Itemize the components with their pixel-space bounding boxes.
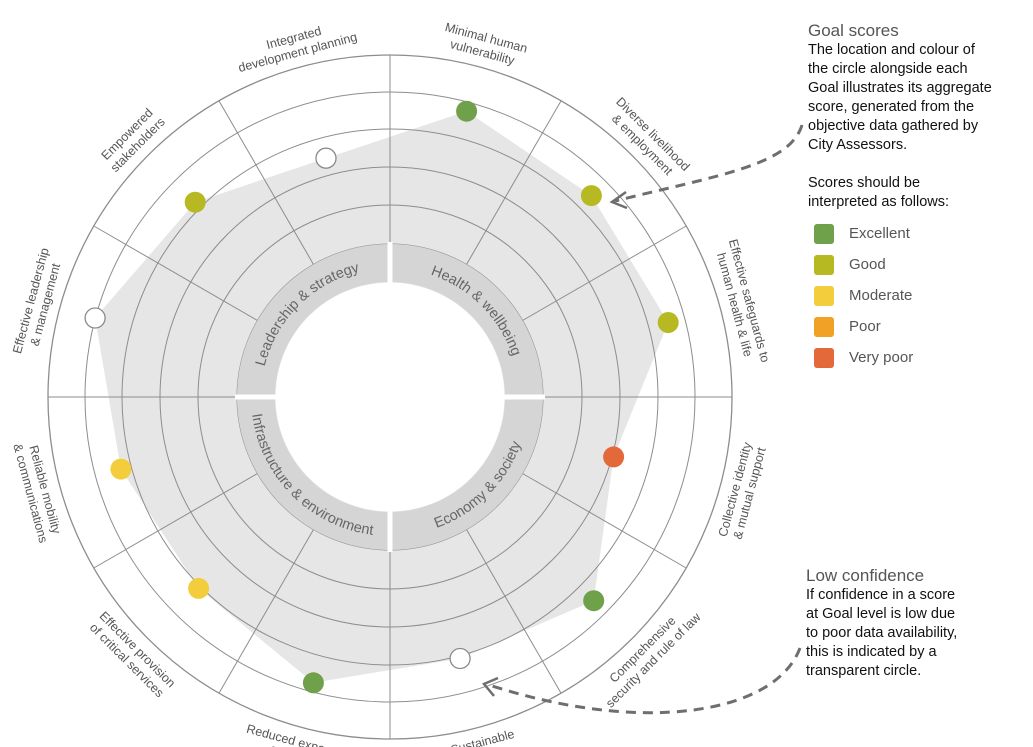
goal-score-marker-low-confidence (315, 147, 337, 169)
interpretation-line: interpreted as follows: (808, 194, 950, 210)
sector-divider (522, 473, 687, 569)
sector-divider (93, 225, 258, 321)
sector-divider (522, 225, 687, 321)
low-confidence-panel: Low confidence If confidence in a score … (806, 566, 1026, 681)
goal-scores-line: objective data gathered by (808, 118, 979, 134)
low-confidence-title: Low confidence (806, 566, 925, 585)
sector-divider (466, 100, 562, 265)
goal-score-marker (657, 312, 679, 333)
sector-divider (93, 473, 258, 569)
goal-scores-line: City Assessors. (808, 137, 908, 153)
legend-label: Moderate (849, 287, 913, 304)
goal-score-marker (580, 185, 602, 207)
interpretation-note: Scores should be interpreted as follows: (808, 174, 1028, 212)
low-confidence-line: at Goal level is low due (806, 606, 956, 622)
goal-scores-arrowhead (609, 190, 628, 210)
low-confidence-line: transparent circle. (806, 663, 922, 679)
wheel-grid (47, 54, 733, 740)
goal-score-marker-low-confidence (449, 647, 471, 670)
goal-scores-line: score, generated from the (808, 99, 975, 115)
low-confidence-arrow (485, 647, 802, 715)
wheel-center (275, 282, 505, 512)
goal-label: security and rule of law (603, 609, 704, 710)
goal-score-marker (184, 191, 206, 213)
legend-swatch (814, 254, 834, 275)
low-confidence-description: If confidence in a score at Goal level i… (806, 586, 1026, 681)
legend-item-excellent: Excellent (808, 218, 1028, 249)
goal-scores-description: The location and colour of the circle al… (808, 41, 1028, 155)
legend-item-very-poor: Very poor (808, 342, 1028, 373)
legend-item-good: Good (808, 249, 1028, 280)
sector-divider (218, 529, 314, 694)
legend-item-moderate: Moderate (808, 280, 1028, 311)
legend-label: Excellent (849, 225, 910, 242)
goal-score-marker (188, 577, 210, 599)
legend-swatch (814, 316, 834, 337)
goal-score-markers (84, 100, 679, 694)
low-confidence-line: to poor data availability, (806, 625, 958, 641)
legend-swatch (814, 223, 834, 244)
interpretation-line: Scores should be (808, 175, 921, 191)
goal-scores-line: Goal illustrates its aggregate (808, 80, 992, 96)
low-confidence-line: If confidence in a score (806, 587, 956, 603)
goal-scores-line: The location and colour of (808, 42, 975, 58)
sector-divider (218, 100, 314, 265)
low-confidence-line: this is indicated by a (806, 644, 937, 660)
goal-score-marker (603, 446, 625, 468)
legend-item-poor: Poor (808, 311, 1028, 342)
goal-scores-title: Goal scores (808, 21, 899, 40)
goal-scores-line: the circle alongside each (808, 61, 968, 77)
goal-scores-panel: Goal scores The location and colour of t… (808, 21, 1028, 373)
goal-score-marker (583, 590, 605, 612)
sector-divider (466, 529, 562, 694)
legend-label: Good (849, 256, 886, 273)
goal-score-marker (110, 458, 132, 480)
legend-swatch (814, 285, 834, 306)
goal-score-marker (456, 100, 478, 122)
legend-label: Very poor (849, 349, 914, 366)
legend-label: Poor (849, 318, 881, 335)
legend-swatch (814, 347, 834, 368)
goal-score-marker-low-confidence (84, 307, 106, 329)
low-confidence-arrowhead (481, 676, 499, 697)
goal-scores-arrow (614, 124, 804, 203)
goal-score-marker (302, 672, 324, 694)
score-legend: Excellent Good Moderate Poor Very poor (808, 218, 1028, 373)
callout-arrows (481, 124, 804, 715)
